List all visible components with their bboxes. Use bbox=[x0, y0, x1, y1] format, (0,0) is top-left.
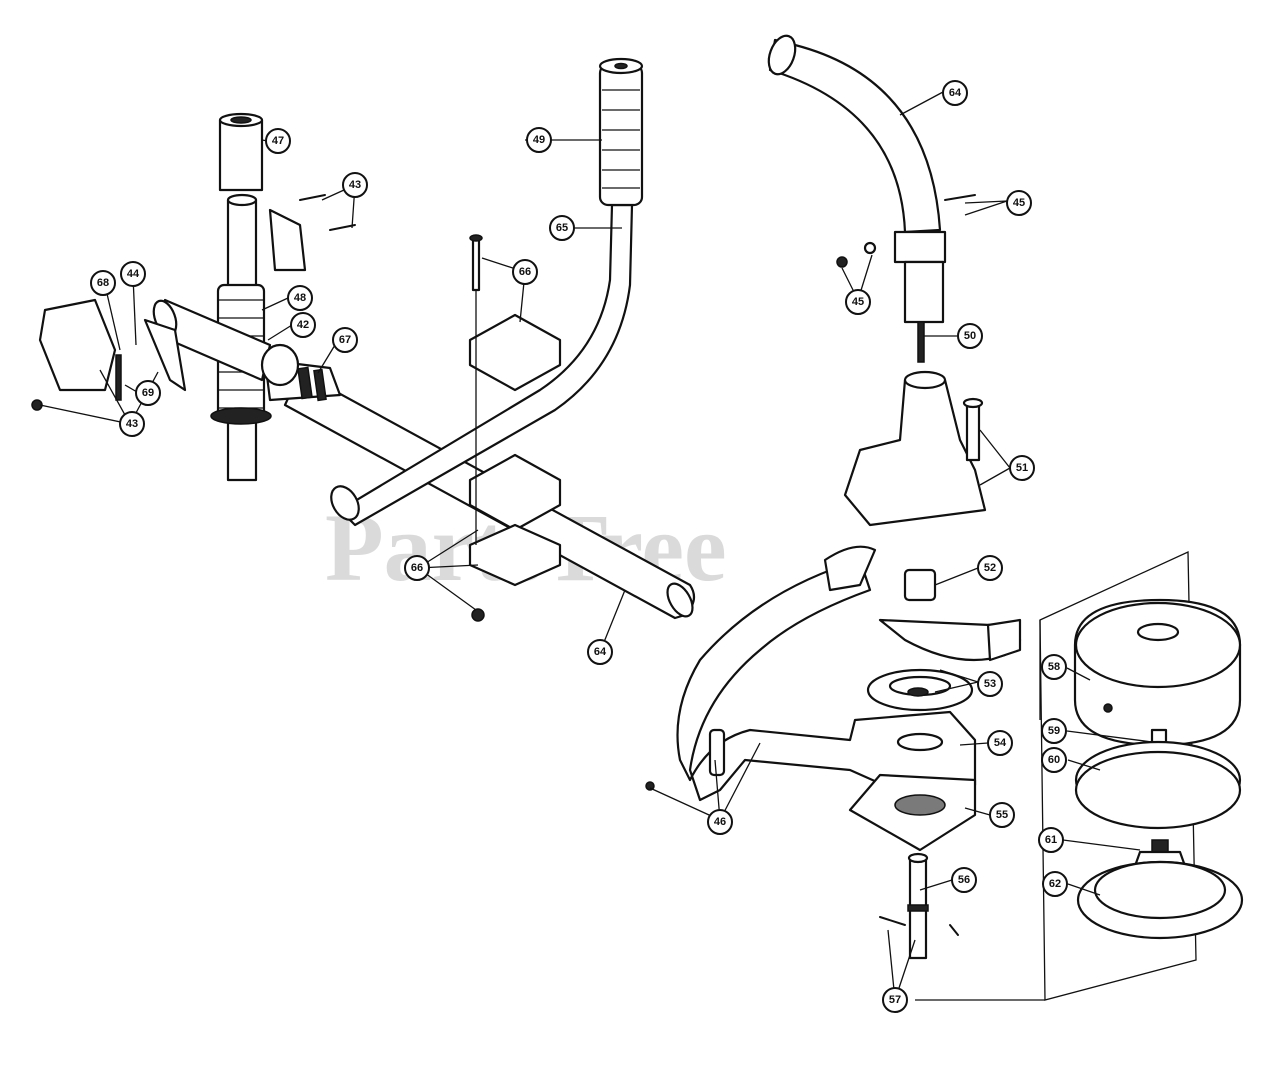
callout-45-right: 45 bbox=[1006, 190, 1032, 216]
callout-69: 69 bbox=[135, 380, 161, 406]
callout-45-left: 45 bbox=[845, 289, 871, 315]
svg-text:42: 42 bbox=[297, 319, 309, 331]
svg-text:45: 45 bbox=[852, 296, 864, 308]
svg-text:44: 44 bbox=[127, 268, 140, 280]
svg-text:46: 46 bbox=[714, 816, 726, 828]
callout-50: 50 bbox=[957, 323, 983, 349]
svg-text:66: 66 bbox=[519, 266, 531, 278]
callout-44: 44 bbox=[120, 261, 146, 287]
callout-60: 60 bbox=[1041, 747, 1067, 773]
svg-text:50: 50 bbox=[964, 330, 976, 342]
callout-49: 49 bbox=[526, 127, 552, 153]
svg-text:66: 66 bbox=[411, 562, 423, 574]
handle-assembly-center bbox=[330, 57, 644, 622]
callout-47: 47 bbox=[265, 128, 291, 154]
svg-text:60: 60 bbox=[1048, 754, 1060, 766]
svg-text:43: 43 bbox=[349, 179, 361, 191]
svg-text:64: 64 bbox=[594, 646, 607, 658]
callout-68: 68 bbox=[90, 270, 116, 296]
callout-66-top: 66 bbox=[512, 259, 538, 285]
callout-64-center: 64 bbox=[587, 639, 613, 665]
callout-55: 55 bbox=[989, 802, 1015, 828]
callout-53: 53 bbox=[977, 671, 1003, 697]
svg-text:55: 55 bbox=[996, 809, 1008, 821]
svg-text:45: 45 bbox=[1013, 197, 1025, 209]
svg-text:49: 49 bbox=[533, 134, 545, 146]
svg-text:43: 43 bbox=[126, 418, 138, 430]
callout-59: 59 bbox=[1041, 718, 1067, 744]
callout-54: 54 bbox=[987, 730, 1013, 756]
callout-61: 61 bbox=[1038, 827, 1064, 853]
callout-62: 62 bbox=[1042, 871, 1068, 897]
callout-66-bottom: 66 bbox=[404, 555, 430, 581]
callout-57: 57 bbox=[882, 987, 908, 1013]
svg-text:52: 52 bbox=[984, 562, 996, 574]
svg-text:48: 48 bbox=[294, 292, 306, 304]
trimmer-head-assembly bbox=[645, 34, 1244, 1001]
callout-52: 52 bbox=[977, 555, 1003, 581]
callout-42: 42 bbox=[290, 312, 316, 338]
callout-43-top: 43 bbox=[342, 172, 368, 198]
svg-text:51: 51 bbox=[1016, 462, 1028, 474]
callout-43-bottom: 43 bbox=[119, 411, 145, 437]
callout-51: 51 bbox=[1009, 455, 1035, 481]
svg-text:47: 47 bbox=[272, 135, 284, 147]
svg-text:56: 56 bbox=[958, 874, 970, 886]
callout-48: 48 bbox=[287, 285, 313, 311]
svg-text:57: 57 bbox=[889, 994, 901, 1006]
svg-text:53: 53 bbox=[984, 678, 996, 690]
svg-text:59: 59 bbox=[1048, 725, 1060, 737]
callout-58: 58 bbox=[1041, 654, 1067, 680]
svg-text:61: 61 bbox=[1045, 834, 1057, 846]
svg-text:58: 58 bbox=[1048, 661, 1060, 673]
svg-text:65: 65 bbox=[556, 222, 568, 234]
callout-64-right: 64 bbox=[942, 80, 968, 106]
svg-text:54: 54 bbox=[994, 737, 1007, 749]
svg-text:64: 64 bbox=[949, 87, 962, 99]
callout-67: 67 bbox=[332, 327, 358, 353]
svg-text:67: 67 bbox=[339, 334, 351, 346]
svg-text:62: 62 bbox=[1049, 878, 1061, 890]
svg-text:68: 68 bbox=[97, 277, 109, 289]
callout-56: 56 bbox=[951, 867, 977, 893]
callout-46: 46 bbox=[707, 809, 733, 835]
callout-65: 65 bbox=[549, 215, 575, 241]
svg-text:69: 69 bbox=[142, 387, 154, 399]
